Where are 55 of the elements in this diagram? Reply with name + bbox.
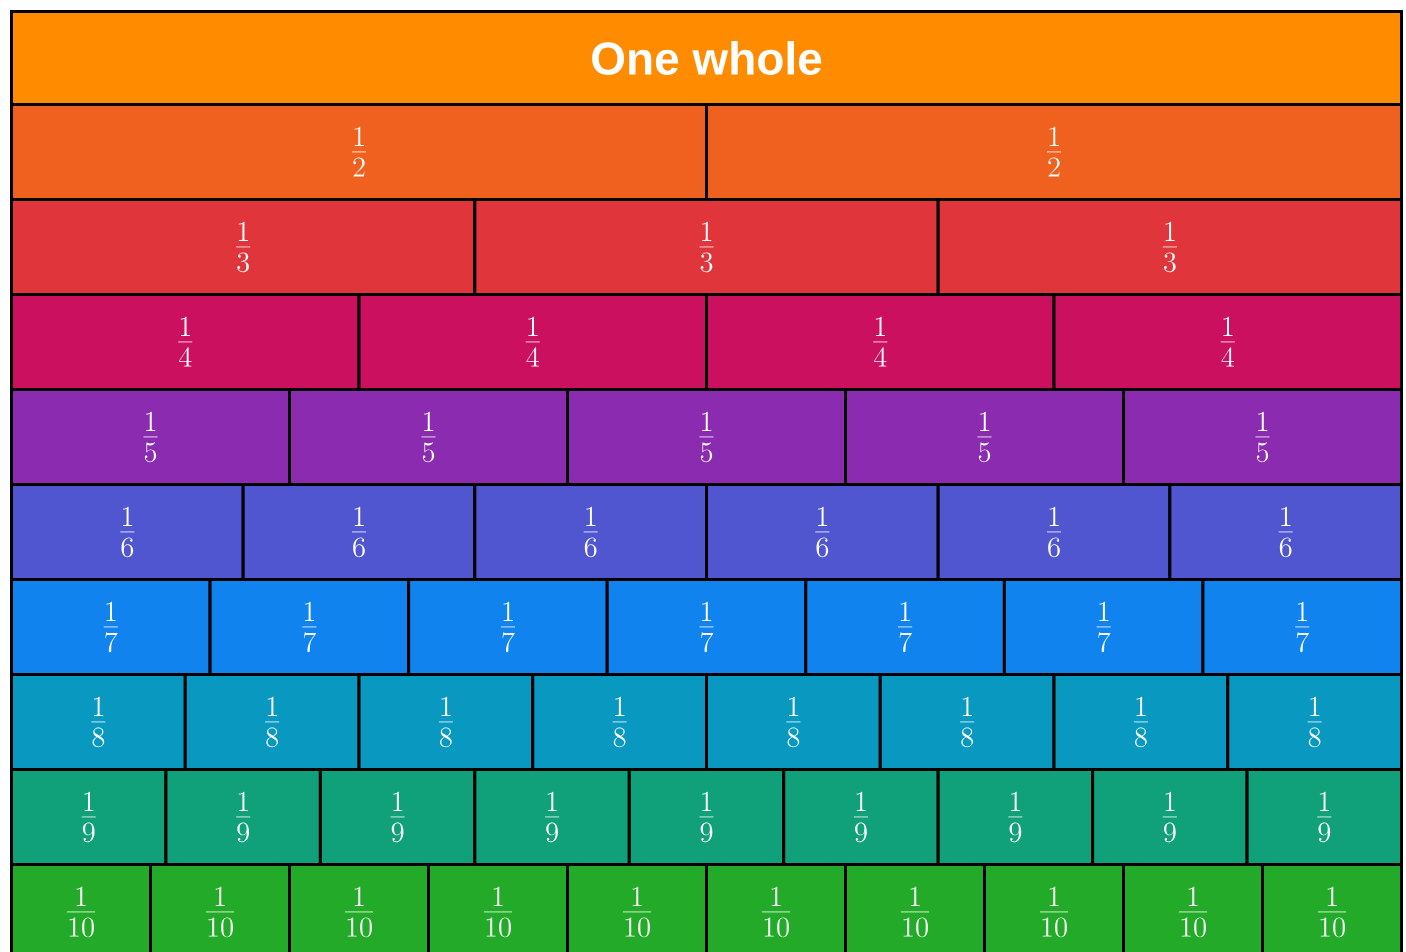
fraction-bar: $\frac{1}{9}$ [1245, 768, 1403, 866]
fraction-bar: $\frac{1}{9}$ [1091, 768, 1249, 866]
fraction-bar: $\frac{1}{8}$ [357, 673, 535, 771]
fraction-bar: $\frac{1}{5}$ [844, 388, 1125, 486]
fraction-bar: $\frac{1}{5}$ [566, 388, 847, 486]
fraction-bar: $\frac{1}{6}$ [473, 483, 708, 581]
fraction-bar: $\frac{1}{7}$ [605, 578, 808, 676]
fraction-bar: $\frac{1}{9}$ [936, 768, 1095, 866]
fraction-bar: $\frac{1}{10}$ [566, 863, 708, 952]
fraction-bar: $\frac{1}{6}$ [1168, 483, 1403, 581]
fraction-bar: $\frac{1}{10}$ [427, 863, 569, 952]
fraction-bar: $\frac{1}{9}$ [318, 768, 477, 866]
title-bar: One whole [10, 10, 1403, 106]
fraction-bar: $\frac{1}{8}$ [531, 673, 708, 771]
fraction-bar: $\frac{1}{8}$ [183, 673, 361, 771]
fraction-bar: $\frac{1}{5}$ [288, 388, 569, 486]
fraction-bar: $\frac{1}{9}$ [164, 768, 322, 866]
fraction-bar: $\frac{1}{5}$ [10, 388, 291, 486]
fraction-bar: $\frac{1}{5}$ [1122, 388, 1403, 486]
fraction-bar: $\frac{1}{8}$ [878, 673, 1056, 771]
fraction-bar: $\frac{1}{9}$ [782, 768, 940, 866]
fraction-bar: $\frac{1}{10}$ [983, 863, 1125, 952]
fraction-bar: $\frac{1}{2}$ [705, 103, 1403, 201]
fraction-bar: $\frac{1}{7}$ [208, 578, 411, 676]
fraction-bar: $\frac{1}{4}$ [705, 293, 1056, 391]
fraction-bar: $\frac{1}{10}$ [1261, 863, 1403, 952]
fraction-bar: $\frac{1}{10}$ [10, 863, 152, 952]
fraction-bar: $\frac{1}{4}$ [10, 293, 361, 391]
fraction-bar: $\frac{1}{6}$ [10, 483, 245, 581]
fraction-bar: $\frac{1}{7}$ [804, 578, 1006, 676]
fraction-bar: $\frac{1}{9}$ [10, 768, 168, 866]
fraction-bar: $\frac{1}{6}$ [705, 483, 940, 581]
fraction-bar: $\frac{1}{8}$ [705, 673, 882, 771]
fraction-bar: $\frac{1}{7}$ [1201, 578, 1403, 676]
fraction-bar: $\frac{1}{10}$ [288, 863, 430, 952]
fraction-bar: $\frac{1}{3}$ [10, 198, 477, 296]
fraction-bar: $\frac{1}{7}$ [10, 578, 212, 676]
fraction-bar: $\frac{1}{9}$ [627, 768, 786, 866]
fraction-bar: $\frac{1}{3}$ [936, 198, 1403, 296]
fraction-bar: $\frac{1}{2}$ [10, 103, 708, 201]
fraction-bar: $\frac{1}{3}$ [473, 198, 940, 296]
fraction-bar: $\frac{1}{4}$ [357, 293, 708, 391]
fraction-bar: $\frac{1}{9}$ [473, 768, 631, 866]
fraction-bar: $\frac{1}{7}$ [407, 578, 609, 676]
fraction-bar: $\frac{1}{8}$ [10, 673, 187, 771]
fraction-bar: $\frac{1}{6}$ [241, 483, 477, 581]
fraction-bar: $\frac{1}{8}$ [1052, 673, 1230, 771]
fraction-bar: $\frac{1}{10}$ [844, 863, 986, 952]
fraction-bar: $\frac{1}{7}$ [1002, 578, 1205, 676]
fraction-bar: $\frac{1}{6}$ [936, 483, 1172, 581]
fraction-bar: $\frac{1}{10}$ [705, 863, 847, 952]
fraction-bar: $\frac{1}{8}$ [1226, 673, 1403, 771]
fraction-bar: $\frac{1}{4}$ [1052, 293, 1403, 391]
fraction-bar: $\frac{1}{10}$ [149, 863, 291, 952]
fraction-bar: $\frac{1}{10}$ [1122, 863, 1264, 952]
